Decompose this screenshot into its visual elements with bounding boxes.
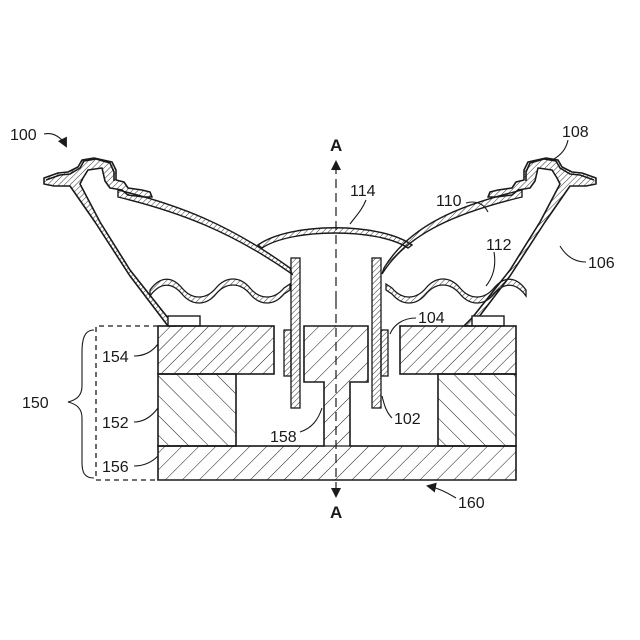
ref-100: 100 — [10, 127, 37, 144]
basket-foot-right — [472, 316, 504, 326]
coil-former-left — [291, 258, 300, 408]
leader-100 — [44, 134, 66, 146]
spider — [150, 279, 526, 303]
leader-154 — [134, 344, 158, 356]
leader-108 — [552, 140, 568, 160]
basket-frame — [44, 158, 596, 326]
ref-154: 154 — [102, 349, 129, 366]
ref-110: 110 — [436, 193, 462, 210]
ref-150: 150 — [22, 395, 49, 412]
section-label-top: A — [330, 136, 342, 155]
magnet-assembly — [96, 326, 516, 480]
cone-left — [118, 190, 292, 274]
spider-right — [386, 279, 526, 303]
ref-114: 114 — [350, 183, 376, 200]
ref-160: 160 — [458, 495, 485, 512]
leader-160 — [428, 486, 456, 498]
ref-106: 106 — [588, 255, 615, 272]
coil-former-right — [372, 258, 381, 408]
coil-winding-right — [381, 330, 388, 376]
leader-106 — [560, 246, 586, 262]
coil-winding-left — [284, 330, 291, 376]
surround — [46, 159, 594, 181]
leader-152 — [134, 408, 158, 422]
leader-102 — [382, 396, 392, 418]
leader-158 — [300, 408, 322, 432]
magnet-left — [158, 374, 236, 446]
top-plate-right — [400, 326, 516, 374]
leader-114 — [350, 200, 366, 224]
ref-158: 158 — [270, 429, 297, 446]
top-plate-left — [158, 326, 274, 374]
dust-cap — [258, 228, 412, 248]
ref-112: 112 — [486, 237, 512, 254]
brace-150 — [68, 330, 94, 478]
ref-102: 102 — [394, 411, 421, 428]
ref-104: 104 — [418, 310, 445, 327]
leader-156 — [134, 456, 158, 466]
ref-108: 108 — [562, 124, 589, 141]
ref-152: 152 — [102, 415, 129, 432]
spider-left — [150, 279, 290, 303]
magnet-right — [438, 374, 516, 446]
basket-left-wall — [44, 158, 176, 326]
section-label-bottom: A — [330, 503, 342, 522]
leader-112 — [486, 252, 495, 286]
basket-foot-left — [168, 316, 200, 326]
ref-156: 156 — [102, 459, 129, 476]
